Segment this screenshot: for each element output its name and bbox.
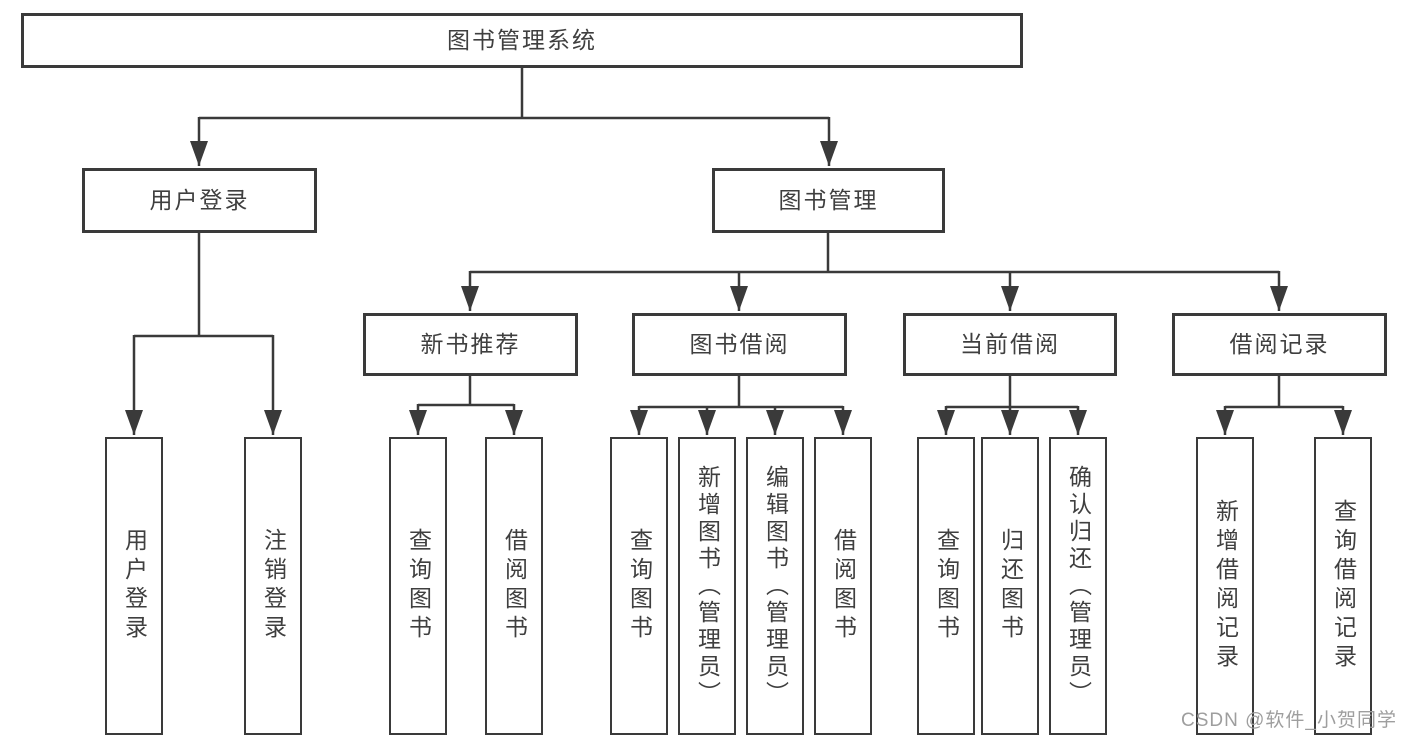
leaf-label: 查询借阅记录 (1330, 499, 1357, 673)
leaf-user-login: 用户登录 (105, 437, 163, 735)
csdn-watermark: CSDN @软件_小贺同学 (1181, 710, 1397, 731)
node-library-management-system: 图书管理系统 (21, 13, 1023, 68)
node-user-login: 用户登录 (82, 168, 317, 233)
leaf-borrow-books: 借阅图书 (814, 437, 872, 735)
node-book-borrowing: 图书借阅 (632, 313, 847, 376)
leaf-confirm-return-admin: 确认归还（管理员） (1049, 437, 1107, 735)
node-label: 新书推荐 (420, 331, 521, 357)
leaf-label: 注销登录 (260, 528, 287, 644)
node-new-book-recommendation: 新书推荐 (363, 313, 578, 376)
node-label: 用户登录 (149, 187, 250, 213)
leaf-label: 新增借阅记录 (1212, 499, 1239, 673)
leaf-query-books-borrow: 查询图书 (610, 437, 668, 735)
node-book-management: 图书管理 (712, 168, 945, 233)
leaf-query-borrow-record: 查询借阅记录 (1314, 437, 1372, 735)
leaf-return-books: 归还图书 (981, 437, 1039, 735)
leaf-edit-books-admin: 编辑图书（管理员） (746, 437, 804, 735)
node-label: 图书借阅 (689, 331, 790, 357)
leaf-label: 新增图书（管理员） (694, 464, 721, 708)
leaf-borrow-books-recommend: 借阅图书 (485, 437, 543, 735)
node-current-borrowing: 当前借阅 (903, 313, 1117, 376)
leaf-query-books-current: 查询图书 (917, 437, 975, 735)
node-label: 图书管理 (778, 187, 879, 213)
leaf-label: 编辑图书（管理员） (762, 464, 789, 708)
leaf-label: 用户登录 (121, 528, 148, 644)
leaf-label: 确认归还（管理员） (1065, 464, 1092, 708)
leaf-label: 查询图书 (933, 528, 960, 644)
leaf-label: 借阅图书 (501, 528, 528, 644)
node-label: 图书管理系统 (447, 27, 597, 53)
node-label: 借阅记录 (1229, 331, 1330, 357)
leaf-query-books-recommend: 查询图书 (389, 437, 447, 735)
leaf-add-books-admin: 新增图书（管理员） (678, 437, 736, 735)
leaf-logout: 注销登录 (244, 437, 302, 735)
leaf-label: 查询图书 (626, 528, 653, 644)
leaf-add-borrow-record: 新增借阅记录 (1196, 437, 1254, 735)
node-label: 当前借阅 (960, 331, 1060, 357)
leaf-label: 归还图书 (997, 528, 1024, 644)
node-borrowing-records: 借阅记录 (1172, 313, 1387, 376)
leaf-label: 借阅图书 (830, 528, 857, 644)
leaf-label: 查询图书 (405, 528, 432, 644)
